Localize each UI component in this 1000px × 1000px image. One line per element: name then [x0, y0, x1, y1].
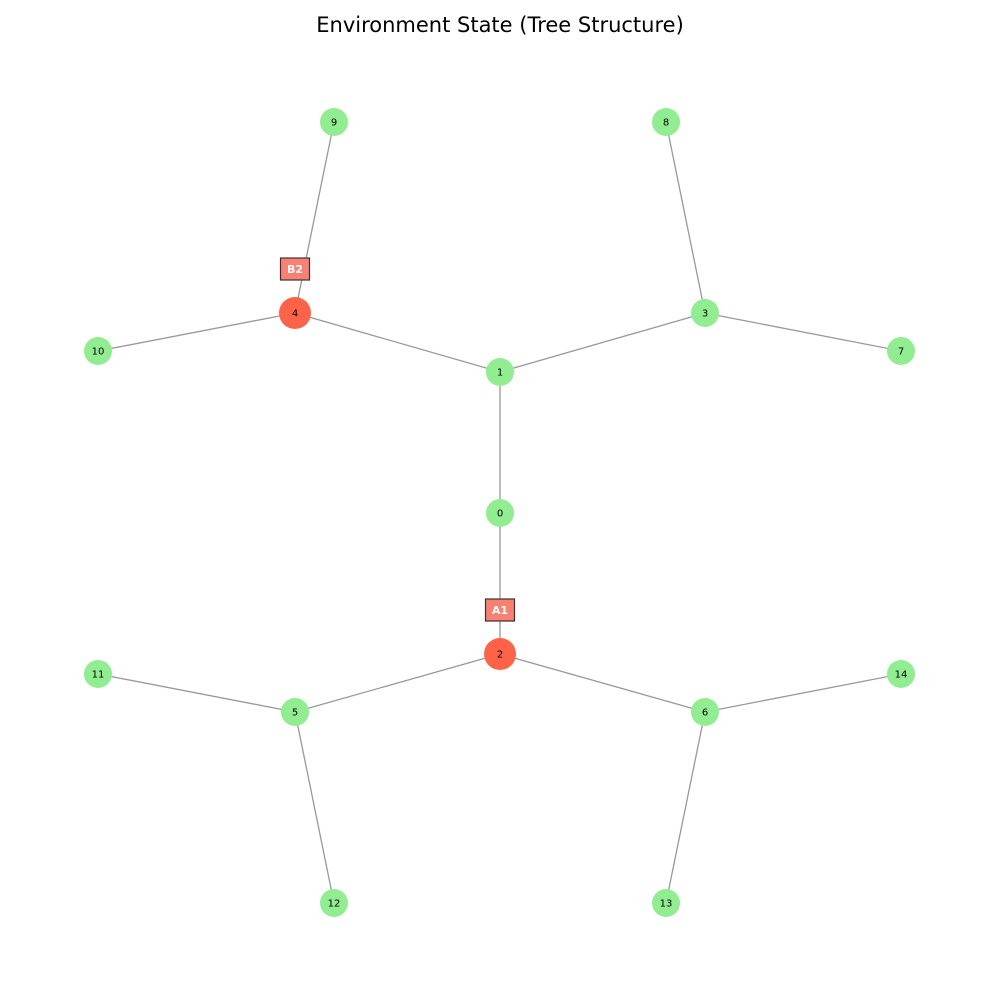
node-label: 10 — [92, 347, 105, 358]
agent-label: A1 — [492, 604, 508, 617]
node-5: 5 — [281, 698, 309, 726]
agent-label: B2 — [287, 263, 303, 276]
edges-layer — [97, 121, 902, 904]
node-10: 10 — [84, 337, 112, 365]
node-circle — [887, 337, 915, 365]
node-11: 11 — [84, 660, 112, 688]
edge-5-12 — [294, 711, 335, 904]
edge-3-8 — [665, 121, 706, 314]
edge-4-10 — [97, 312, 296, 352]
node-label: 5 — [292, 708, 298, 719]
edge-2-5 — [294, 653, 501, 713]
node-3: 3 — [691, 299, 719, 327]
node-circle — [84, 660, 112, 688]
node-label: 0 — [497, 509, 503, 520]
edge-6-13 — [665, 711, 706, 904]
edge-6-14 — [704, 673, 902, 713]
node-circle — [691, 299, 719, 327]
node-circle — [652, 108, 680, 136]
node-circle — [281, 698, 309, 726]
node-14: 14 — [887, 660, 915, 688]
agent-box — [279, 257, 311, 281]
edge-1-3 — [499, 312, 706, 373]
agent-marker-a1: A1 — [484, 598, 516, 622]
node-2: 2 — [484, 638, 516, 670]
node-label: 12 — [328, 899, 341, 910]
node-label: 6 — [702, 708, 708, 719]
node-1: 1 — [486, 358, 514, 386]
node-label: 2 — [497, 650, 503, 661]
edge-2-6 — [499, 653, 706, 713]
agents-layer: A1 B2 — [279, 257, 516, 622]
node-circle — [486, 358, 514, 386]
node-circle — [279, 297, 311, 329]
node-circle — [320, 889, 348, 917]
node-9: 9 — [320, 108, 348, 136]
node-label: 9 — [331, 118, 337, 129]
edge-4-9 — [294, 121, 335, 314]
node-circle — [484, 638, 516, 670]
node-circle — [84, 337, 112, 365]
node-4: 4 — [279, 297, 311, 329]
node-label: 11 — [92, 670, 105, 681]
node-label: 1 — [497, 368, 503, 379]
node-13: 13 — [652, 889, 680, 917]
edge-1-4 — [294, 312, 501, 373]
node-label: 7 — [898, 347, 904, 358]
node-label: 14 — [895, 670, 908, 681]
node-6: 6 — [691, 698, 719, 726]
node-label: 4 — [292, 309, 298, 320]
node-circle — [320, 108, 348, 136]
node-circle — [652, 889, 680, 917]
node-circle — [486, 499, 514, 527]
agent-marker-b2: B2 — [279, 257, 311, 281]
edge-5-11 — [97, 673, 296, 713]
node-label: 8 — [663, 118, 669, 129]
node-circle — [887, 660, 915, 688]
node-label: 3 — [702, 309, 708, 320]
node-7: 7 — [887, 337, 915, 365]
node-8: 8 — [652, 108, 680, 136]
node-0: 0 — [486, 499, 514, 527]
node-label: 13 — [660, 899, 673, 910]
diagram-title: Environment State (Tree Structure) — [316, 13, 684, 37]
node-12: 12 — [320, 889, 348, 917]
edge-3-7 — [704, 312, 902, 352]
agent-box — [484, 598, 516, 622]
node-circle — [691, 698, 719, 726]
